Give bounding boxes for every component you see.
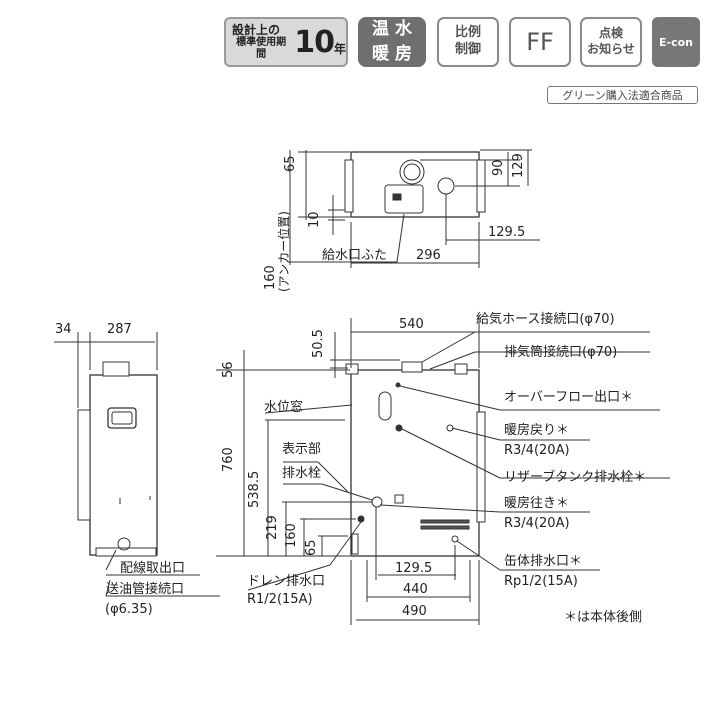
hot-water-char-4: 房 [394,43,412,64]
front-dim-160: 160 [284,523,299,548]
heating-return-label: 暖房戻り＊ [504,423,570,438]
drain-outlet-label: ドレン排水口 [247,574,326,589]
can-drain-label: 缶体排水口＊ [504,554,583,569]
can-drain-size-label: Rp1/2(15A) [504,574,578,589]
proportional-line1: 比例 [454,25,481,41]
design-life-unit: 年 [333,42,346,56]
overflow-label: オーバーフロー出口＊ [504,390,634,405]
design-life-line2: 標準使用期間 [236,37,287,60]
reserve-drain-label: リザーブタンク排水栓＊ [504,470,647,485]
design-life-years: 10 [294,24,335,60]
rear-note-label: ＊は本体後側 [564,610,643,625]
front-dim-540: 540 [399,317,424,332]
front-view-outline [345,361,486,557]
design-life-line1: 設計上の [232,22,281,37]
design-life-badge: 設計上の 標準使用期間 10 年 [224,17,348,67]
front-dim-65: 65 [304,539,319,556]
water-cover-label: 給水口ふた [322,248,388,263]
hot-water-char-1: 温 [372,18,390,39]
ff-badge: FF [509,17,571,67]
top-view-outline [344,151,486,218]
proportional-line2: 制御 [454,42,481,57]
side-dim-34: 34 [55,322,72,337]
top-dim-129: 129 [511,153,526,178]
air-hose-label: 給気ホース接続口(φ70) [476,312,615,327]
front-dim-5385: 538.5 [247,470,262,508]
inspection-line1: 点検 [598,26,623,41]
oil-pipe-label: 送油管接続口 [106,582,185,597]
inspection-line2: お知らせ [587,42,635,56]
water-level-window-label: 水位窓 [264,400,304,415]
wiring-outlet-label: 配線取出口 [120,561,186,576]
front-dim-56: 56 [221,361,236,378]
top-dim-10: 10 [307,211,322,228]
drain-outlet-size-label: R1/2(15A) [247,592,313,607]
hot-water-char-3: 暖 [372,43,390,64]
front-dim-440: 440 [403,582,428,597]
anchor-label: (アンカー位置) [277,211,291,292]
front-dim-490: 490 [402,604,427,619]
econ-label: E-con [659,35,693,49]
front-dim-1295: 129.5 [395,561,433,576]
econ-badge: E-con [652,17,700,67]
top-dim-296: 296 [416,248,441,263]
proportional-control-badge: 比例 制御 [437,17,499,67]
hot-water-heating-badge: 温 水 暖 房 [358,17,426,67]
front-dim-760: 760 [221,447,236,472]
inspection-notice-badge: 点検 お知らせ [580,17,642,67]
ff-label: FF [526,28,554,56]
heating-supply-size-label: R3/4(20A) [504,516,570,531]
front-dim-219: 219 [265,515,280,540]
front-dim-505: 50.5 [311,329,326,358]
top-dim-90: 90 [491,159,506,176]
side-view-outline [77,361,158,557]
drain-plug-label: 排水栓 [282,466,322,481]
oil-pipe-size-label: (φ6.35) [105,602,153,617]
green-purchase-label: グリーン購入法適合商品 [547,86,698,104]
hot-water-char-2: 水 [394,18,412,39]
display-label: 表示部 [282,442,322,457]
heating-supply-label: 暖房往き＊ [504,496,570,511]
side-dim-287: 287 [107,322,132,337]
heating-return-size-label: R3/4(20A) [504,443,570,458]
top-dim-160: 160 [263,265,278,290]
top-dim-65: 65 [283,155,298,172]
exhaust-label: 排気筒接続口(φ70) [504,345,618,360]
top-dim-1295: 129.5 [488,225,526,240]
